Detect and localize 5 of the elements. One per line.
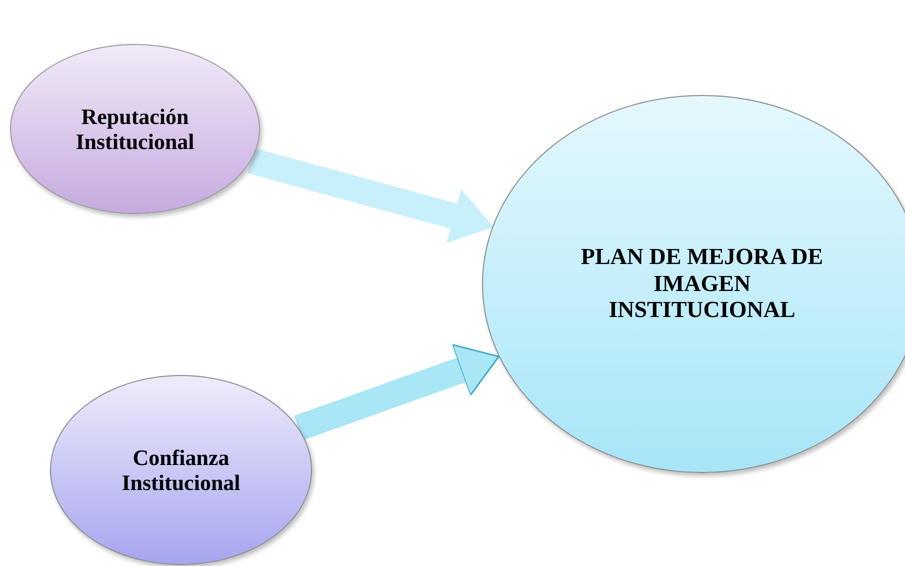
node-label: Reputación Institucional (74, 104, 196, 154)
block-arrow (294, 344, 500, 440)
block-arrow (248, 148, 494, 243)
node-label: Confianza Institucional (120, 444, 242, 496)
node-label: PLAN DE MEJORA DE IMAGEN INSTITUCIONAL (580, 244, 824, 324)
